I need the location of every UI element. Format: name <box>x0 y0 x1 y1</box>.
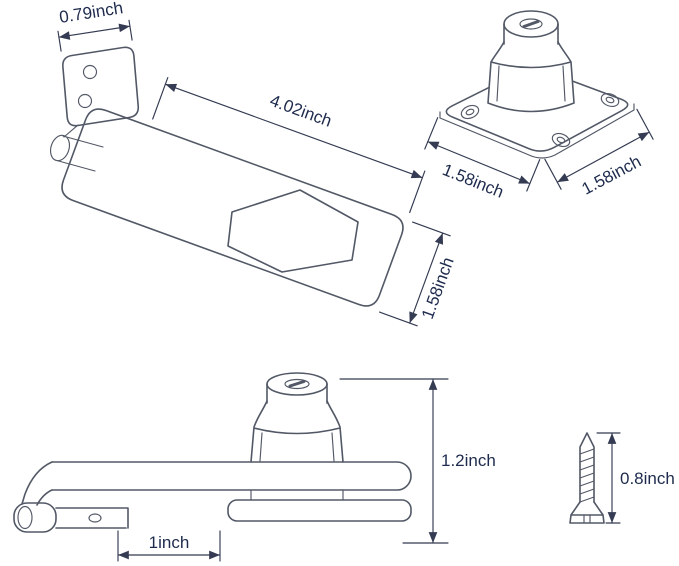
base-plate-screw-hole-right <box>600 93 620 107</box>
dim-extension-screw-length <box>596 432 621 524</box>
screw-hole-inner <box>465 108 475 116</box>
side-knob-body-fill <box>251 400 343 463</box>
assembly-side-figure: 1.2inch 1inch <box>13 372 496 562</box>
side-hinge-pin <box>13 502 57 533</box>
side-hinge-pin-end <box>17 505 33 530</box>
knob-coin-slot-ring <box>519 18 543 30</box>
hasp-plate-figure: 0.79inch 4.02inch 1.58inch <box>49 0 458 327</box>
dim-extension-hasp-end-width <box>379 221 451 327</box>
dim-line-base-depth <box>556 131 650 183</box>
dimension-label-height: 1.2inch <box>441 451 496 470</box>
lock-knob-figure: 1.58inch 1.58inch <box>424 10 654 202</box>
side-strap-outline <box>51 461 412 491</box>
screw-hole-outer <box>600 93 620 107</box>
screw-threads <box>579 448 595 503</box>
side-knob-body-outline <box>250 400 344 463</box>
dimension-label-base-width: 1.58inch <box>440 160 507 202</box>
dim-extension-base-depth <box>544 108 654 190</box>
screw-hole-outer <box>460 104 480 120</box>
dimension-label-screw-length: 0.8inch <box>620 469 675 488</box>
knob-body-fill <box>488 40 574 113</box>
hinge-leaf-hole-1 <box>82 64 98 80</box>
side-knob-collar-lines <box>250 489 344 501</box>
side-hinge-leaf-hole <box>88 513 102 523</box>
dimension-label-base-depth: 1.58inch <box>579 152 645 199</box>
dim-extension-base-width <box>424 117 541 192</box>
dim-line-hasp-end-width <box>409 232 444 324</box>
dim-line-base-width <box>427 141 531 185</box>
screw-hole-inner <box>605 96 615 104</box>
dimension-label-hinge-width: 1inch <box>149 533 190 552</box>
hasp-strap-outline <box>61 108 404 307</box>
side-knob-coin-slot <box>288 380 306 388</box>
screw-head-slot-marks <box>583 514 591 524</box>
screw-figure: 0.8inch <box>569 432 675 524</box>
screw-hole-inner <box>556 136 566 144</box>
knob-facet-lines <box>496 65 566 102</box>
knob-body-outline <box>487 41 575 113</box>
side-base-plate <box>227 499 412 522</box>
side-knob-coin-slot-ring <box>284 378 310 390</box>
dim-line-hinge-width <box>58 23 131 40</box>
side-knob-cap-sides <box>266 383 328 404</box>
screw-head <box>569 501 605 524</box>
hasp-hinge-leaf <box>62 46 140 127</box>
dimension-label-hasp-end-width: 1.58inch <box>418 255 458 322</box>
dim-extension-height <box>339 378 449 544</box>
base-plate-screw-hole-left <box>460 104 480 120</box>
dim-line-hasp-length <box>164 83 423 179</box>
knob-coin-slot <box>522 20 540 28</box>
knob-cap-sides <box>503 23 559 45</box>
side-knob-facet-lines <box>259 432 335 462</box>
side-hinge-leaf <box>55 507 129 529</box>
screw-tip-and-shaft <box>579 432 595 503</box>
hasp-slot-cutout <box>227 189 359 273</box>
hinge-leaf-hole-2 <box>77 93 93 109</box>
side-strap-left-bend <box>21 461 53 506</box>
hinge-knuckle-lines <box>54 124 104 172</box>
dimension-label-hasp-hinge-width: 0.79inch <box>58 0 124 27</box>
